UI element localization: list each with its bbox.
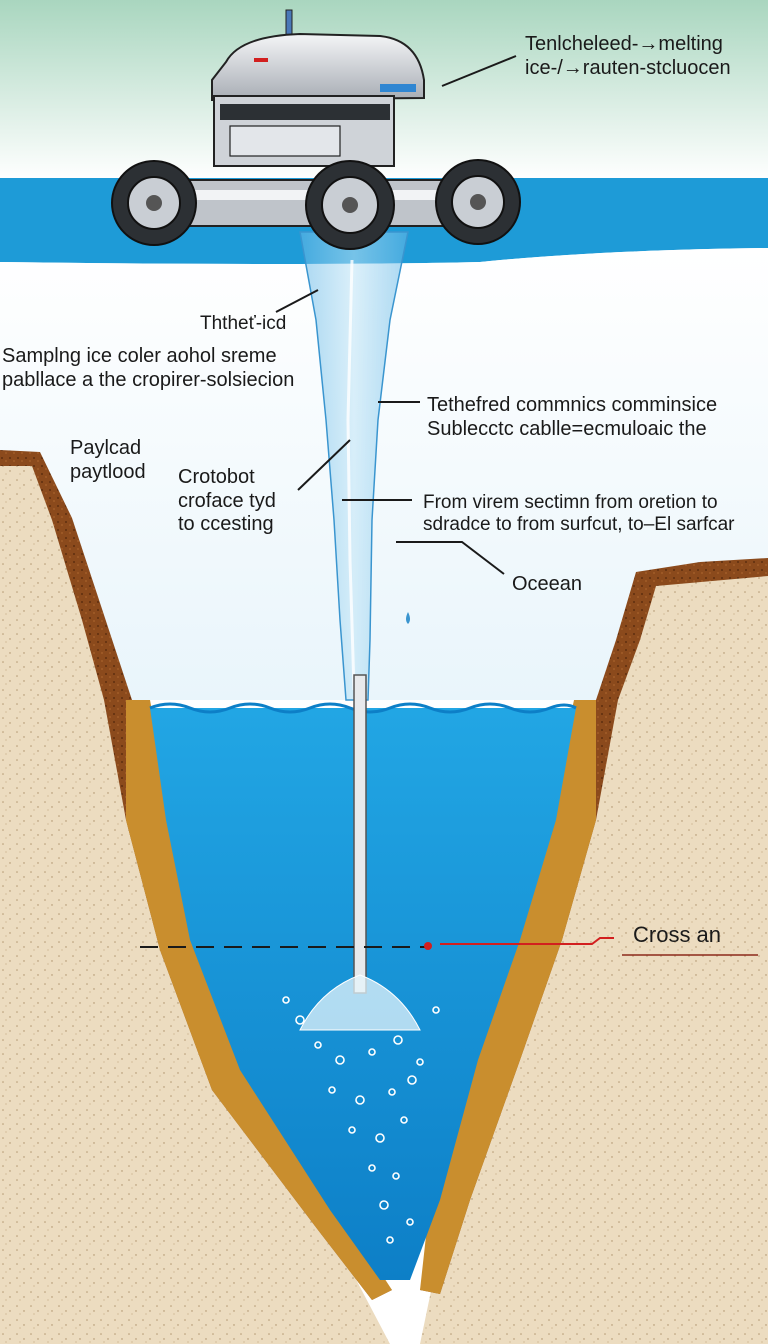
label-line: Oceean [512,573,583,595]
label-sampling: Samplng ice coler aohol sreme pabllace a… [2,345,294,392]
jet-droplet [406,612,410,624]
label-line: Samplng ice coler aohol sreme [2,345,277,367]
label-line: to ccesting [178,513,274,536]
leader-line-tether [275,289,319,313]
tether-cable [353,674,367,994]
label-cross-section: Cross an [633,922,721,948]
label-from-surface: From virem sectimn from oretion to sdrad… [423,492,735,537]
label-payload: Paylcad paytlood [70,437,146,484]
label-line: Sublecctc cablle=ecmuloaic the [427,417,707,440]
label-line: Paylcad [70,437,142,459]
leader-line-top [441,55,517,87]
ice-shelf [0,248,768,700]
wheel-icon [111,159,521,250]
label-line: Tethefred commnics comminsice [427,394,718,416]
cross-section-pointer [440,937,614,945]
label-line: pabllace a the cropirer-solsiecion [2,368,295,391]
ground-right [420,560,768,1344]
label-line: croface tyd [178,489,276,512]
label-line: paytlood [70,460,146,483]
label-crobot: Crotobot croface tyd to ccesting [178,466,276,537]
label-ocean: Oceean [512,573,582,597]
bubbles-icon [282,996,440,1244]
ocean-surface-wave [149,702,577,714]
label-tether: Ththeť-icd [200,313,286,335]
leader-line-crobot [297,439,351,491]
label-line: sdradce to from surfcut, to–El sarfcar [423,514,735,536]
rock-layer-left-outer [0,450,392,1300]
spray-fan [299,974,421,1031]
label-line: Crotobot [178,466,255,488]
label-line: From virem sectimn from oretion to [423,492,718,513]
melt-water-jet [299,231,409,701]
label-line: Ththeť-icd [200,313,287,334]
jet-highlight [346,259,356,691]
rock-layer-left-inner [126,700,392,1300]
label-tethered-comms: Tethefred commnics comminsice Sublecctc … [427,394,717,441]
cross-section-marker [424,942,432,950]
label-melting-ice: Tenlcheleed-→melting ice-/→rauten-stcluo… [525,33,731,80]
label-line: Tenlcheleed-→melting [525,33,723,55]
label-line: Cross an [633,922,722,947]
label-line: ice-/→rauten-stcluocen [525,56,731,79]
leader-line-ocean [396,541,505,575]
rock-layer-right-inner [420,700,596,1294]
